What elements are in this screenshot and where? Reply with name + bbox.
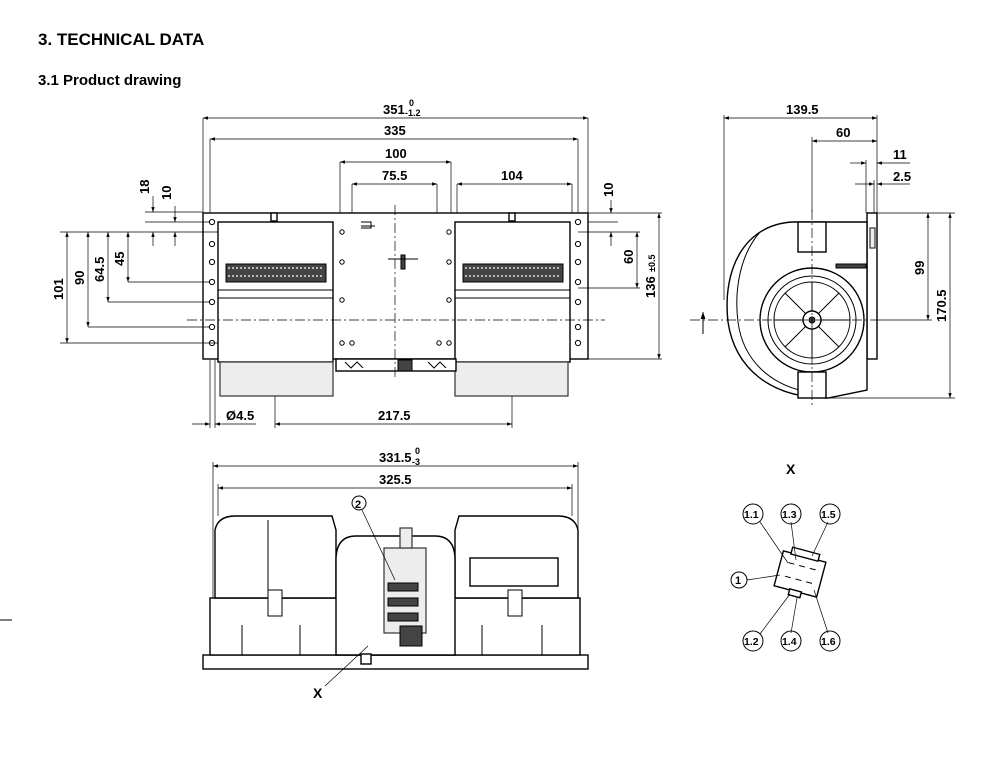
dim-height-170-5: 170.5 [934,289,949,322]
pin-label-1-6: 1.6 [821,636,836,648]
dim-depth-11: 11 [893,147,907,162]
connector-detail-title: X [786,461,796,477]
dim-hole-diameter: Ø4.5 [226,408,254,423]
detail-marker-x: X [313,685,323,701]
dim-overall-width: 351 [383,102,405,117]
dim-overall-width-tol-lower: -1.2 [405,108,421,118]
callout-motor: 2 [355,499,361,511]
subsection-title: 3.1 Product drawing [38,72,182,89]
motor [383,527,427,647]
pin-label-1-2: 1.2 [744,636,759,648]
dim-bottom-width-tol-lower: -3 [412,457,420,467]
dim-top-10-left: 10 [159,186,174,200]
dim-depth-60: 60 [836,125,850,140]
dim-height-60: 60 [621,250,636,264]
right-fan-wheel [462,263,564,283]
front-view: 351 0 -1.2 335 100 75.5 104 101 [51,98,662,428]
pin-label-1-3: 1.3 [782,509,797,521]
dim-depth-2-5: 2.5 [893,169,911,184]
bottom-view: 331.5 0 -3 325.5 2 X [202,446,589,701]
dim-height-136: 136 [643,276,658,298]
dim-overall-width-tol-upper: 0 [409,98,414,108]
dim-right-span: 104 [501,168,523,183]
dim-bottom-width-tol-upper: 0 [415,446,420,456]
dim-height-90: 90 [72,271,87,285]
pin-label-1-5: 1.5 [821,509,836,521]
dim-center-span: 100 [385,146,407,161]
section-title: 3. TECHNICAL DATA [38,30,205,49]
dim-top-18: 18 [137,180,152,194]
dim-height-101: 101 [51,278,66,300]
side-view: 139.5 60 11 2.5 99 170.5 [690,102,955,405]
mounting-holes [208,218,582,347]
dim-bottom-inner-width: 325.5 [379,472,412,487]
dim-height-99: 99 [912,261,927,275]
dim-top-10-right: 10 [601,183,616,197]
left-fan-wheel [225,263,327,283]
dim-bottom-width: 331.5 [379,450,412,465]
pin-label-1-1: 1.1 [744,509,759,521]
dim-wheel-spacing: 217.5 [378,408,411,423]
connector-detail: X 1.1 1.3 1.5 1.2 [730,461,841,652]
dim-height-45: 45 [112,252,127,266]
callout-connector: 1 [735,575,741,587]
dim-inner-span: 75.5 [382,168,407,183]
dim-height-64-5: 64.5 [92,257,107,282]
dim-height-136-tol: ±0.5 [647,255,657,272]
dim-depth: 139.5 [786,102,819,117]
dim-mount-span: 335 [384,123,406,138]
pin-label-1-4: 1.4 [782,636,797,648]
